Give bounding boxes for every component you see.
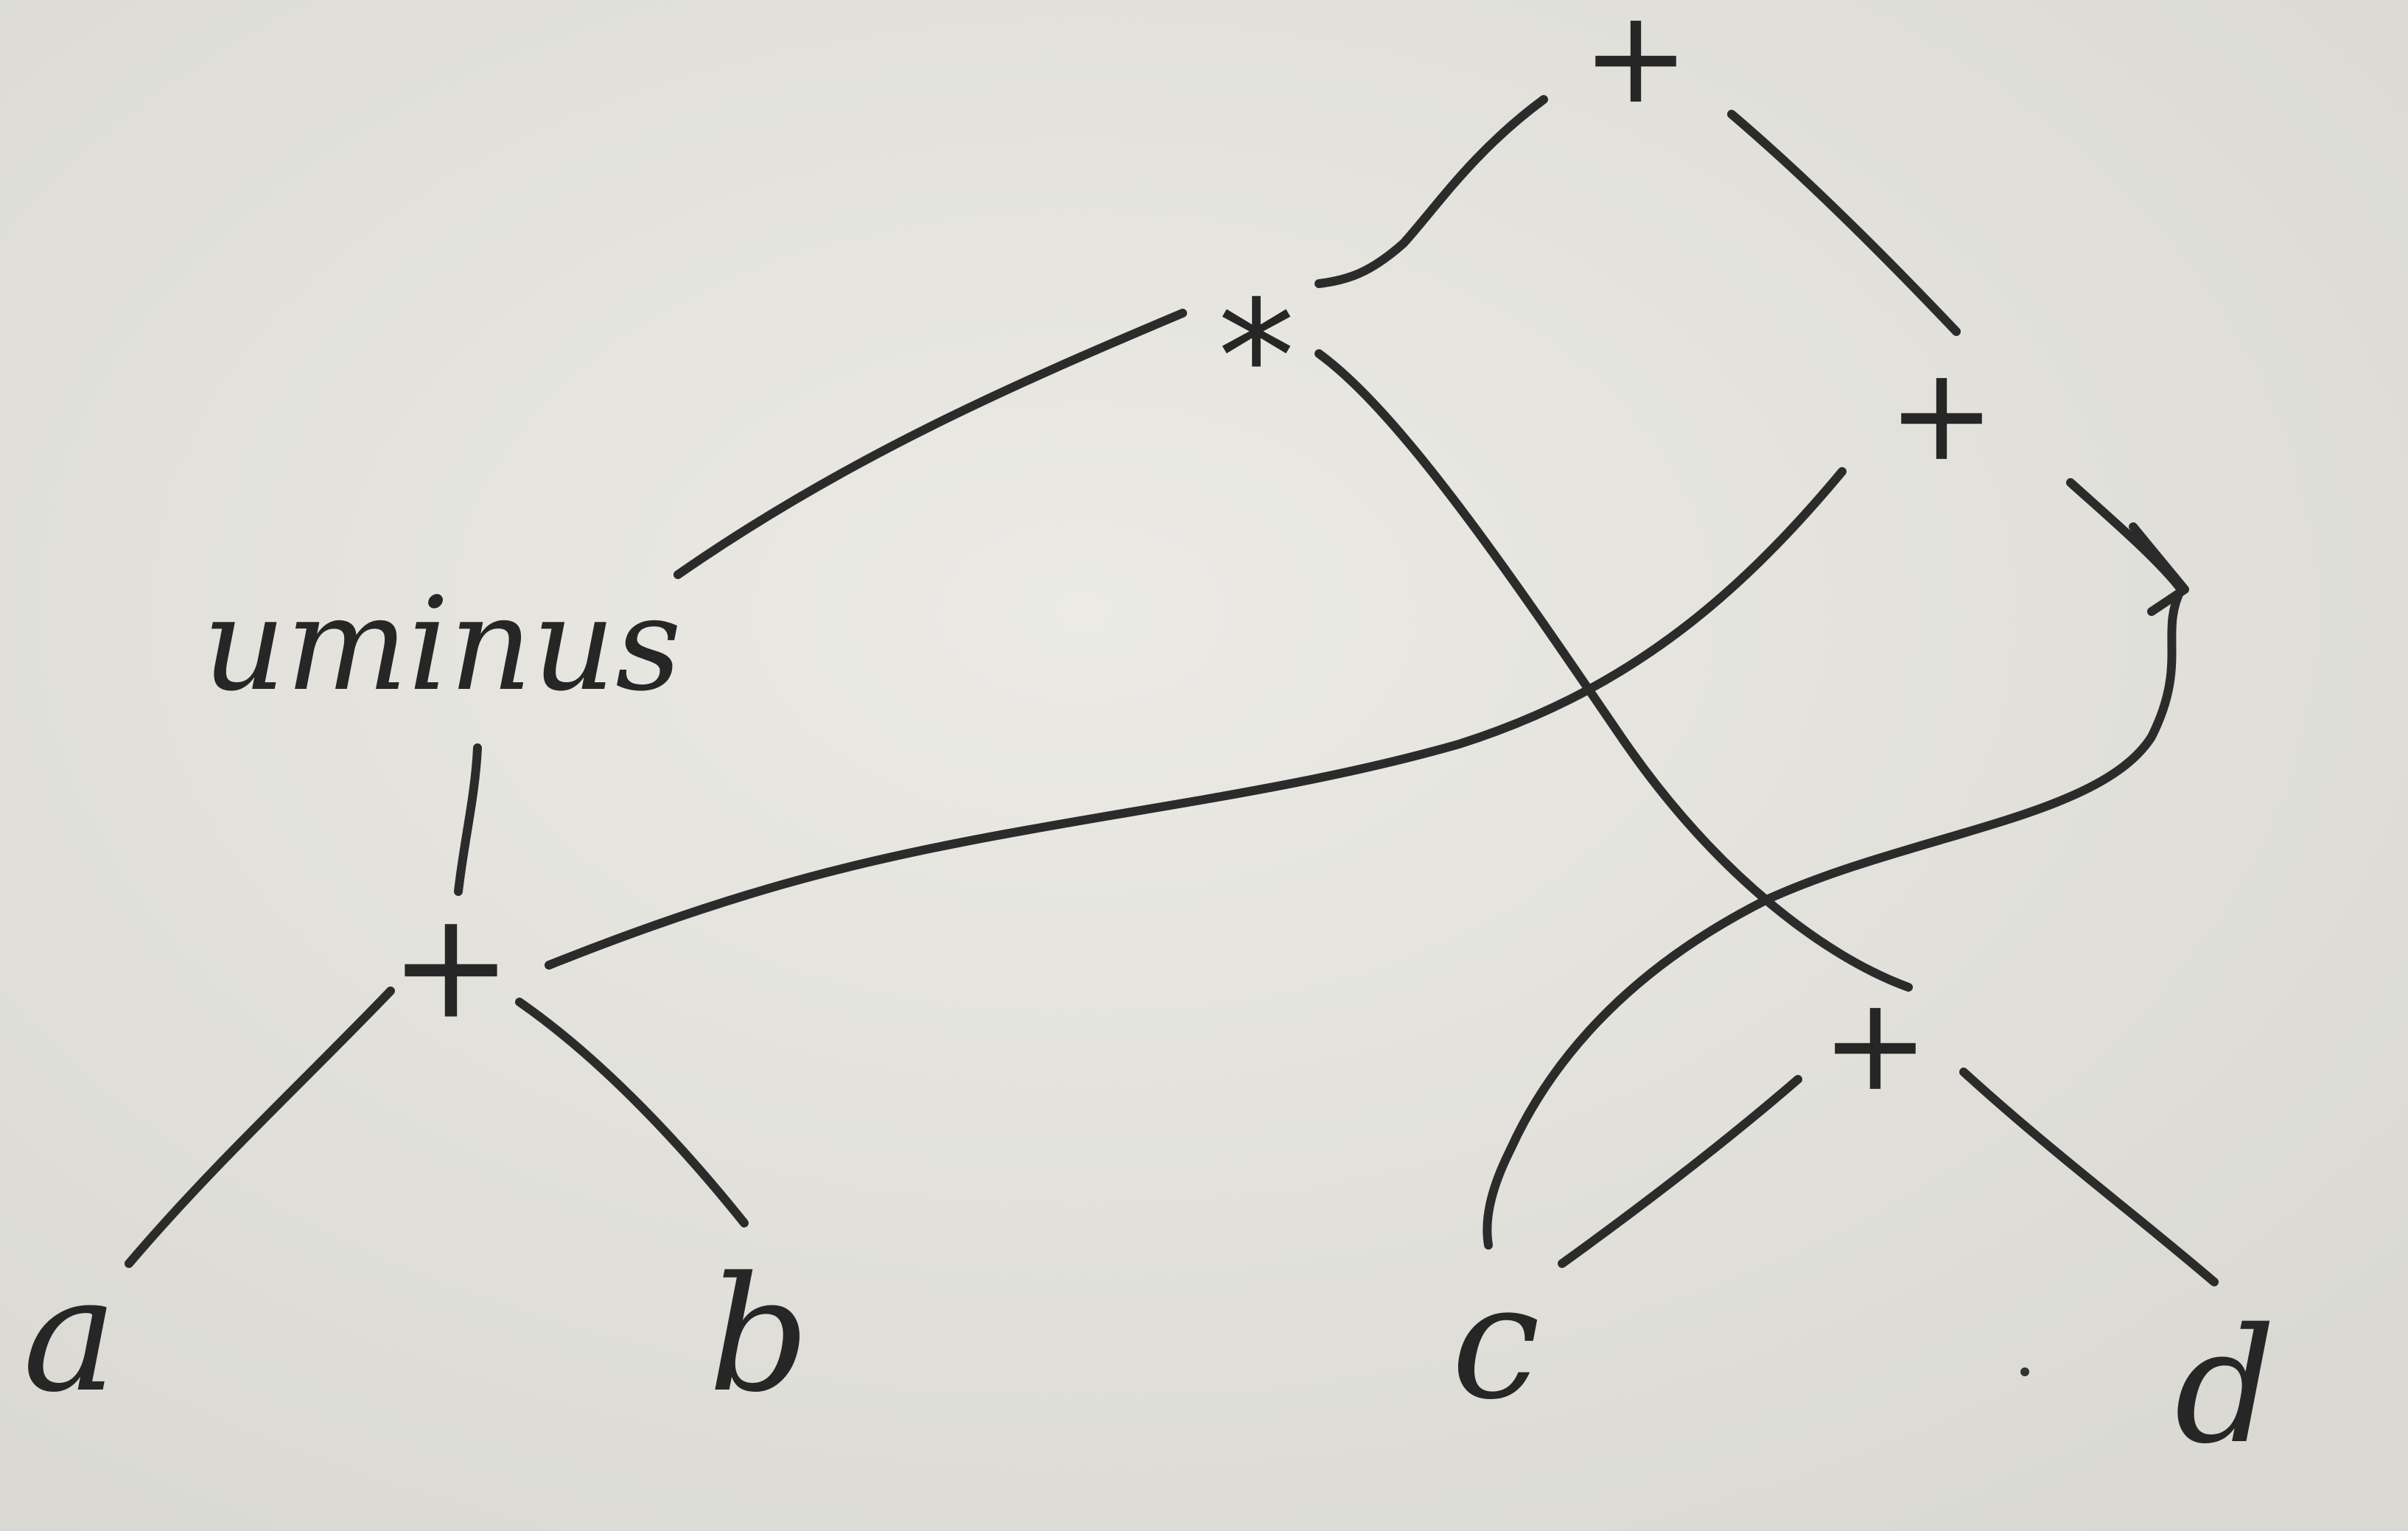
node-plus-root: + [1582, 0, 1690, 133]
edge-plus-left-to-a [125, 987, 395, 1268]
edge-plus-cd-to-c [1558, 1075, 1802, 1268]
edge-root-to-plus-right [1727, 110, 1961, 336]
edge-plus-left-to-b [515, 998, 749, 1227]
edge-plus-cd-to-d [1959, 1068, 2219, 1286]
leaf-a: a [23, 1242, 117, 1427]
edge-plus-right-to-plus-left [545, 467, 1847, 970]
leaf-b: b [708, 1242, 810, 1427]
edge-uminus-to-plus-left [454, 743, 482, 896]
node-plus-cd: + [1821, 970, 1930, 1120]
leaf-d: d [2174, 1294, 2276, 1479]
node-plus-left: + [389, 880, 513, 1052]
node-plus-right: + [1888, 340, 1996, 490]
node-times: * [1218, 267, 1295, 448]
edge-plus-right-to-c-arrowhead [2129, 522, 2189, 616]
leaf-c: c [1452, 1250, 1540, 1434]
node-uminus: uminus [203, 570, 682, 720]
edge-times-to-plus-cd [1315, 349, 1913, 992]
edge-times-to-uminus [673, 309, 1187, 579]
edge-root-to-times [1315, 95, 1548, 288]
stray-dot [2020, 1367, 2029, 1376]
